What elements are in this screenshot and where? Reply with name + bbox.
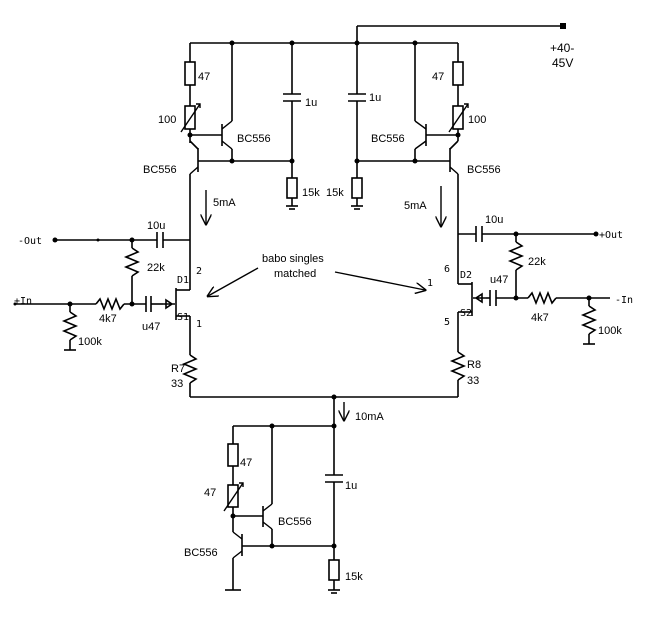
- label-bc556-left-upper: BC556: [237, 133, 271, 145]
- label-100-left: 100: [158, 114, 176, 126]
- label-pin-5: 5: [444, 317, 450, 328]
- label-5ma-left: 5mA: [213, 197, 236, 209]
- annotation-line1: babo singles: [262, 253, 324, 265]
- resistor-47-left: [184, 61, 196, 86]
- supply-label-line2: 45V: [552, 56, 573, 70]
- label-r7: R7: [171, 363, 185, 375]
- supply-terminal: [560, 23, 566, 29]
- out-plus-terminal: [593, 231, 599, 237]
- label-bc556-right-upper: BC556: [371, 133, 405, 145]
- resistor-4k7-left: [95, 296, 125, 312]
- right-input-stage: [449, 226, 610, 397]
- label-s1: S1: [177, 312, 189, 323]
- label-d2: D2: [460, 270, 472, 281]
- label-1u-tail: 1u: [345, 480, 357, 492]
- resistor-r7: [181, 354, 199, 384]
- label-5ma-right: 5mA: [404, 200, 427, 212]
- label-10u-left: 10u: [147, 220, 165, 232]
- label-bc556-tail-lower: BC556: [184, 547, 218, 559]
- label-bc556-tail-upper: BC556: [278, 516, 312, 528]
- label-u47-right: u47: [490, 274, 508, 286]
- label-s2: S2: [460, 308, 472, 319]
- label-1u-left: 1u: [305, 97, 317, 109]
- label-47-right: 47: [432, 71, 444, 83]
- label-pin-2: 2: [196, 266, 202, 277]
- label-22k-left: 22k: [147, 262, 165, 274]
- supply-rail: [189, 23, 566, 62]
- resistor-47-right: [452, 61, 464, 86]
- label-r7-value: 33: [171, 378, 183, 390]
- label-10u-right: 10u: [485, 214, 503, 226]
- label-47-tail-r: 47: [240, 457, 252, 469]
- resistor-15k-tail: [328, 559, 340, 581]
- label-22k-right: 22k: [528, 256, 546, 268]
- left-current-source: [180, 43, 301, 268]
- annotation-arrow-left: [208, 267, 259, 296]
- label-r8: R8: [467, 359, 481, 371]
- annotation-line2: matched: [274, 268, 316, 280]
- resistor-4k7-right: [527, 290, 557, 306]
- label-in-plus: +In: [14, 296, 32, 307]
- label-d1: D1: [177, 275, 189, 286]
- label-r8-value: 33: [467, 375, 479, 387]
- resistor-15k-left: [286, 177, 298, 199]
- label-in-minus: -In: [615, 295, 633, 306]
- label-47-left: 47: [198, 71, 210, 83]
- label-bc556-right-lower: BC556: [467, 164, 501, 176]
- label-1u-right: 1u: [369, 92, 381, 104]
- label-15k-right: 15k: [326, 187, 344, 199]
- label-10ma: 10mA: [355, 411, 384, 423]
- label-15k-left: 15k: [302, 187, 320, 199]
- resistor-100k-left: [61, 311, 79, 341]
- left-input-stage: [13, 232, 199, 397]
- label-15k-tail: 15k: [345, 571, 363, 583]
- right-current-source: [348, 43, 469, 268]
- label-out-minus: -Out: [18, 236, 42, 247]
- label-pin-6: 6: [444, 264, 450, 275]
- label-47-tail-trim: 47: [204, 487, 216, 499]
- label-100-right: 100: [468, 114, 486, 126]
- resistor-47-tail: [227, 443, 239, 467]
- label-out-plus: +Out: [599, 230, 623, 241]
- label-pin-1-right: 1: [427, 278, 433, 289]
- resistor-r8: [449, 351, 467, 381]
- label-4k7-right: 4k7: [531, 312, 549, 324]
- annotation-arrow-right: [334, 271, 425, 290]
- tail-current-source: [223, 397, 343, 594]
- resistor-15k-right: [351, 177, 363, 199]
- label-u47-left: u47: [142, 321, 160, 333]
- resistor-22k-right: [507, 241, 525, 271]
- label-pin-1: 1: [196, 319, 202, 330]
- resistor-22k-left: [123, 247, 141, 277]
- supply-label-line1: +40-: [550, 41, 574, 55]
- label-100k-left: 100k: [78, 336, 102, 348]
- label-4k7-left: 4k7: [99, 313, 117, 325]
- resistor-100k-right: [580, 305, 598, 335]
- label-100k-right: 100k: [598, 325, 622, 337]
- label-bc556-left-lower: BC556: [143, 164, 177, 176]
